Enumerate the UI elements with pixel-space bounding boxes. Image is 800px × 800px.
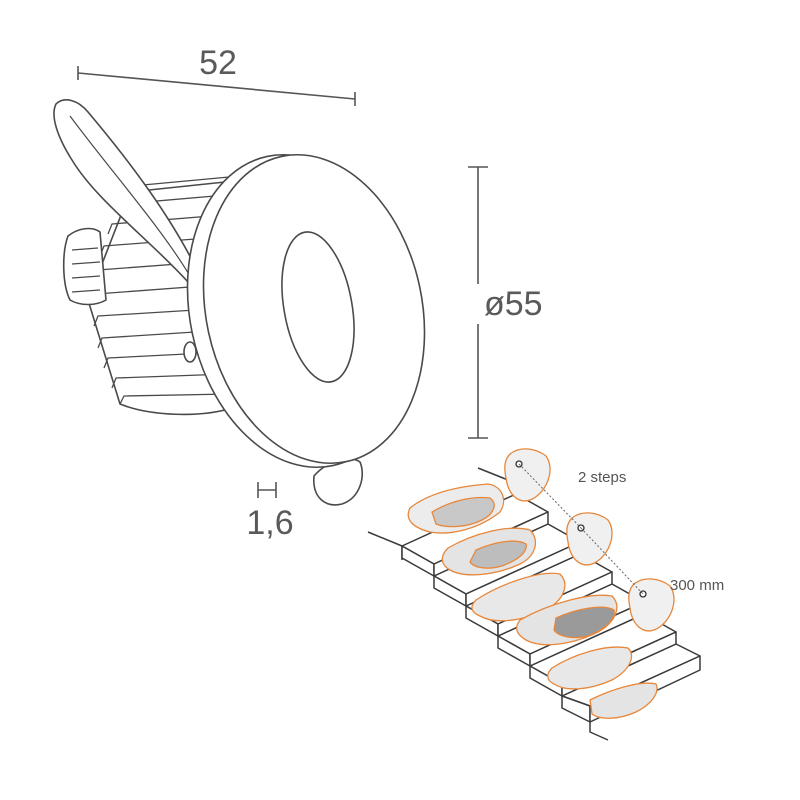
light-patch-5-outer bbox=[547, 646, 633, 690]
spacing-guide-1 bbox=[518, 463, 582, 529]
stair-edge-top bbox=[367, 531, 403, 560]
terminal-ribs bbox=[71, 247, 101, 293]
fixture-beam-1 bbox=[504, 448, 551, 502]
terminal-housing bbox=[62, 227, 107, 306]
light-patch-4-inner bbox=[553, 606, 615, 639]
width-dimension-line bbox=[77, 72, 356, 100]
light-patch-1-inner bbox=[431, 496, 495, 528]
width-label: 52 bbox=[199, 44, 237, 82]
stair-bottom-edge bbox=[589, 722, 609, 741]
light-distribution bbox=[407, 483, 658, 719]
diameter-label-background bbox=[474, 284, 560, 324]
thickness-dimension bbox=[257, 482, 277, 498]
spacing-guides bbox=[518, 463, 644, 595]
thickness-label: 1,6 bbox=[246, 504, 293, 542]
distance-label: 300 mm bbox=[670, 577, 724, 594]
terminal-block bbox=[62, 227, 107, 306]
fixture-beam-2 bbox=[566, 512, 613, 566]
front-bezel bbox=[186, 153, 426, 469]
stairs-diagram: 2 steps 300 mm bbox=[367, 448, 724, 741]
fixture-points bbox=[515, 460, 647, 598]
light-patch-2-inner bbox=[469, 540, 527, 569]
recessed-light-product bbox=[53, 99, 426, 506]
light-patch-6-outer bbox=[589, 682, 658, 719]
steps-label: 2 steps bbox=[578, 469, 626, 486]
bezel-aperture bbox=[281, 231, 355, 383]
fixture-point-3 bbox=[639, 590, 647, 598]
side-screw bbox=[183, 341, 197, 363]
width-dimension bbox=[77, 66, 356, 106]
spring-clip-crease bbox=[69, 115, 191, 277]
diameter-label: ø55 bbox=[484, 285, 543, 323]
spacing-guide-2 bbox=[580, 527, 644, 595]
stair-landing-line bbox=[477, 467, 509, 481]
